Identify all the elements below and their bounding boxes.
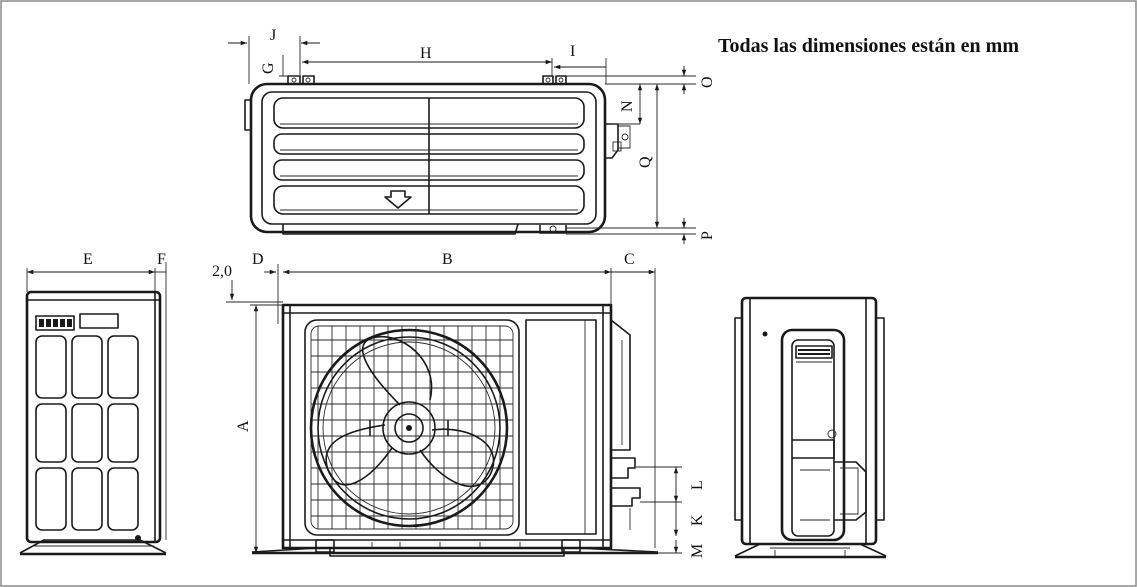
label-l: L <box>689 480 706 490</box>
label-q: Q <box>637 156 654 168</box>
right-side-view <box>734 296 887 559</box>
top-view <box>244 75 631 235</box>
label-offset-2-0: 2,0 <box>212 263 232 280</box>
label-m: M <box>689 544 706 558</box>
units-note: Todas las dimensiones están en mm <box>718 35 1019 57</box>
label-n: N <box>619 100 636 112</box>
label-d: D <box>252 251 264 268</box>
front-view-dimensions: 2,0 D B C A L K M <box>212 251 706 558</box>
top-view-dimensions: J G H I O N Q P <box>228 27 716 244</box>
left-side-view <box>19 290 167 556</box>
label-p: P <box>699 231 716 240</box>
front-view <box>251 303 659 557</box>
label-k: K <box>689 514 706 526</box>
left-view-dimensions: E F <box>26 251 167 540</box>
label-o: O <box>699 76 716 88</box>
label-b: B <box>442 251 453 268</box>
label-c: C <box>624 251 635 268</box>
label-h: H <box>420 45 432 62</box>
label-f: F <box>157 251 166 268</box>
label-i: I <box>570 43 575 60</box>
label-a: A <box>235 420 252 432</box>
label-e: E <box>83 251 93 268</box>
label-g: G <box>260 62 277 74</box>
label-j: J <box>270 27 276 44</box>
